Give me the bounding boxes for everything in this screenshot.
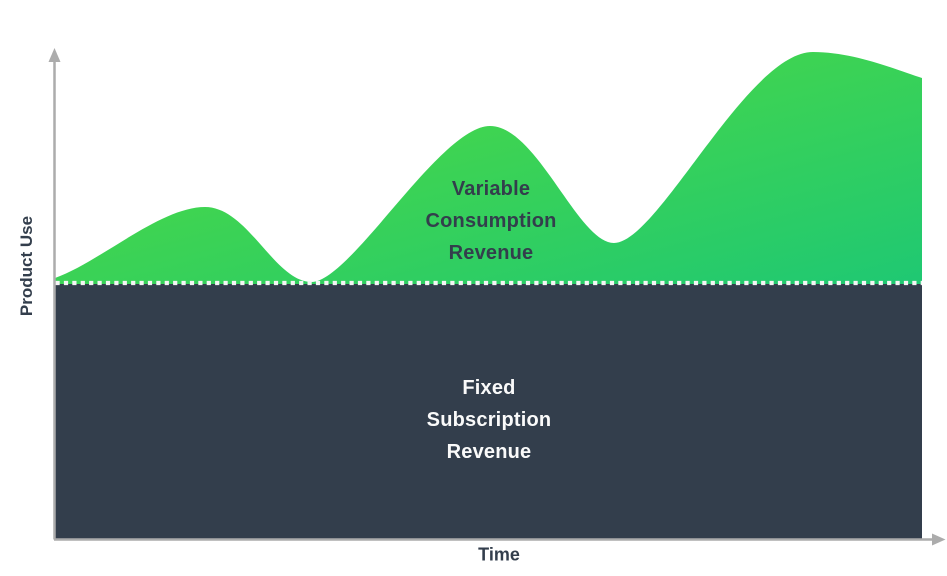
y-axis-title: Product Use — [17, 215, 36, 317]
variable-consumption-area — [55, 52, 922, 285]
y-axis-arrow-icon — [48, 48, 61, 62]
fixed-subscription-area — [55, 284, 922, 539]
x-axis-arrow-icon — [932, 533, 946, 546]
x-axis-title: Time — [478, 544, 520, 565]
